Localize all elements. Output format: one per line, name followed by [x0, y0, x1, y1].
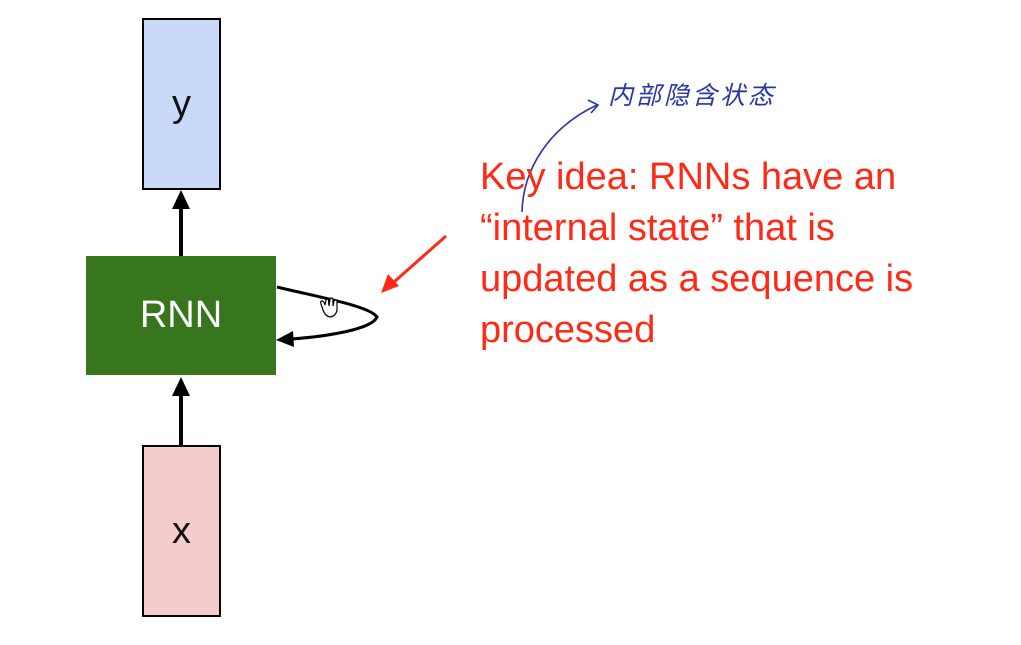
- blue-annotation-arrow: [521, 99, 600, 213]
- rnn-box: RNN: [86, 256, 276, 375]
- input-label: x: [172, 509, 191, 552]
- key-idea-line-4: processed: [480, 309, 656, 351]
- rnn-to-output-arrow: [172, 190, 190, 256]
- key-idea-line-1: Key idea: RNNs have an: [480, 156, 897, 198]
- recurrent-loop-arrow: [276, 285, 379, 347]
- input-box-x: x: [142, 445, 221, 617]
- key-idea-text: Key idea: RNNs have an “internal state” …: [480, 152, 1010, 356]
- output-label: y: [172, 82, 191, 125]
- handwritten-note: 内部隐含状态: [608, 81, 777, 110]
- key-idea-line-3: updated as a sequence is: [480, 258, 914, 300]
- hand-cursor-icon: [320, 297, 338, 318]
- input-to-rnn-arrow: [172, 377, 190, 445]
- key-idea-line-2: “internal state” that is: [480, 207, 835, 249]
- rnn-label: RNN: [139, 294, 223, 336]
- red-pointer-arrow: [381, 234, 447, 293]
- output-box-y: y: [142, 18, 221, 190]
